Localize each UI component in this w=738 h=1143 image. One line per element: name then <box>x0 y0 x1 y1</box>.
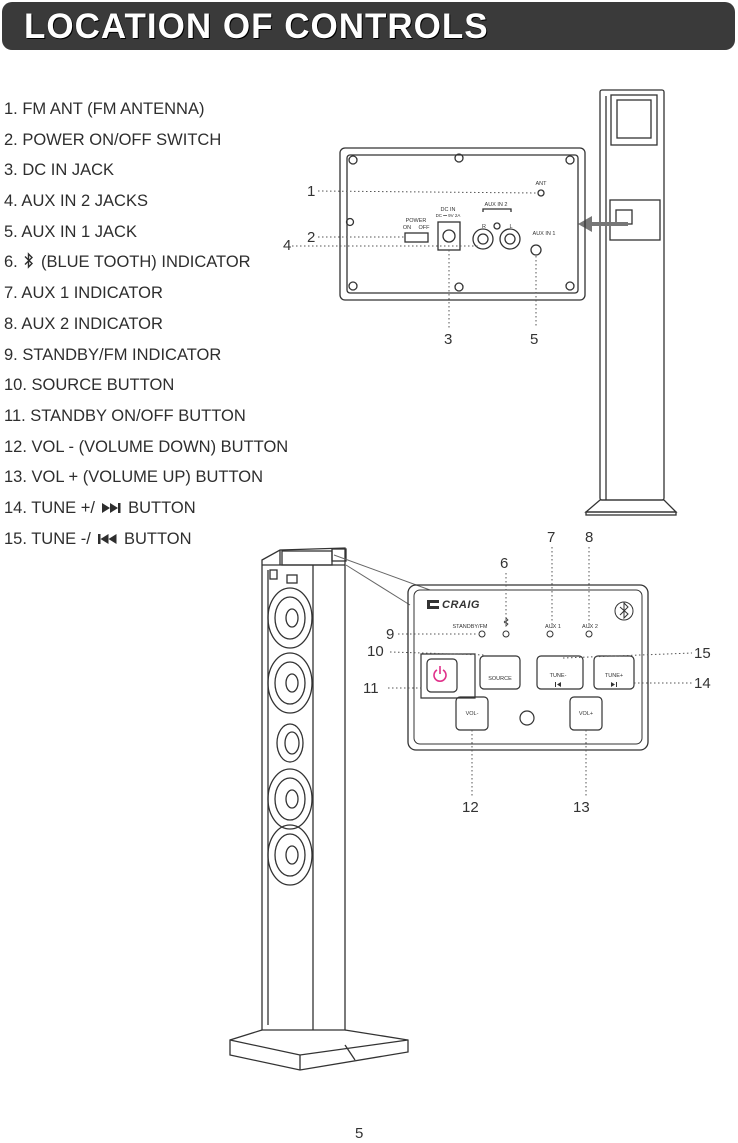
vol-plus-label: VOL+ <box>579 711 593 717</box>
list-item-text: (BLUE TOOTH) INDICATOR <box>40 253 251 272</box>
callout-11: 11 <box>363 680 379 697</box>
aux-in-2-l-jack <box>499 228 521 250</box>
callout-13: 13 <box>573 799 590 816</box>
list-item-text: BUTTON <box>128 498 196 517</box>
list-item: 8. AUX 2 INDICATOR <box>4 314 163 333</box>
list-item-number: 6. <box>4 253 18 272</box>
bluetooth-indicator <box>502 630 510 638</box>
front-control-panel: CRAIG STANDBY/FM AUX 1 AUX 2 <box>407 584 649 751</box>
callout-1: 1 <box>307 183 315 200</box>
aux-in-2-r-jack <box>472 228 494 250</box>
rear-panel <box>339 147 586 301</box>
aux2-indicator <box>585 630 593 638</box>
l-label: L <box>509 224 512 230</box>
list-item: 15. TUNE -/ BUTTON <box>4 524 288 555</box>
standby-fm-label: STANDBY/FM <box>452 624 487 630</box>
list-item: 10. SOURCE BUTTON <box>4 376 175 395</box>
skip-next-icon <box>611 682 617 687</box>
standby-button[interactable] <box>426 658 458 693</box>
tune-minus-button[interactable] <box>536 655 584 690</box>
callout-15: 15 <box>694 645 711 662</box>
list-item: 3. DC IN JACK <box>4 161 115 180</box>
page-title: LOCATION OF CONTROLS <box>24 7 489 46</box>
power-label: POWER <box>406 218 427 224</box>
leader-lines <box>292 190 538 328</box>
standby-indicator <box>478 630 486 638</box>
front-leader-lines <box>388 547 693 798</box>
source-label: SOURCE <box>488 676 512 682</box>
craig-logo: CRAIG <box>427 599 480 611</box>
list-item-text: BUTTON <box>124 529 192 548</box>
list-item: 12. VOL - (VOLUME DOWN) BUTTON <box>4 437 289 456</box>
list-item: 13. VOL + (VOLUME UP) BUTTON <box>4 468 264 487</box>
aux1-label: AUX 1 <box>545 624 561 630</box>
tower-rear-view <box>584 89 678 516</box>
controls-list: 1. FM ANT (FM ANTENNA) 2. POWER ON/OFF S… <box>4 94 288 554</box>
tune-minus-label: TUNE- <box>550 673 567 679</box>
aux-in-1-jack <box>530 244 542 256</box>
tune-plus-label: TUNE+ <box>605 673 623 679</box>
header-banner: LOCATION OF CONTROLS <box>2 2 735 50</box>
list-item: 1. FM ANT (FM ANTENNA) <box>4 100 205 118</box>
tower-front-view <box>229 547 409 1071</box>
callout-5: 5 <box>530 331 538 348</box>
aux-in-2-label: AUX IN 2 <box>485 202 508 208</box>
list-item: 7. AUX 1 INDICATOR <box>4 284 163 303</box>
callout-2: 2 <box>307 229 315 246</box>
callout-6: 6 <box>500 555 508 572</box>
list-item: 5. AUX IN 1 JACK <box>4 222 137 241</box>
source-button[interactable] <box>479 655 521 690</box>
aux-in-1-label: AUX IN 1 <box>533 231 556 237</box>
bluetooth-icon <box>24 252 34 270</box>
callout-12: 12 <box>462 799 479 816</box>
vol-minus-label: VOL- <box>466 711 479 717</box>
page-number: 5 <box>355 1125 364 1142</box>
aux1-indicator <box>546 630 554 638</box>
list-item: 14. TUNE +/ BUTTON <box>4 493 288 524</box>
r-label: R <box>482 224 486 230</box>
list-item-text: 14. TUNE +/ <box>4 498 95 517</box>
aux2-label: AUX 2 <box>582 624 598 630</box>
skip-previous-icon <box>555 682 561 687</box>
power-switch <box>404 232 429 243</box>
on-label: ON <box>403 225 411 231</box>
dc-spec-label: DC ⎓ 9V 2A <box>436 213 461 218</box>
power-icon <box>433 666 447 682</box>
list-item: 4. AUX IN 2 JACKS <box>4 192 148 211</box>
list-item: 11. STANDBY ON/OFF BUTTON <box>4 406 246 425</box>
callout-3: 3 <box>444 331 452 348</box>
callout-9: 9 <box>386 626 394 643</box>
bluetooth-icon <box>614 601 634 621</box>
callout-4: 4 <box>283 237 291 254</box>
skip-previous-icon <box>98 533 117 544</box>
list-item: 6. (BLUE TOOTH) INDICATOR <box>4 247 288 278</box>
skip-next-icon <box>101 502 121 513</box>
callout-8: 8 <box>585 529 593 546</box>
dc-in-label: DC IN <box>441 207 456 213</box>
tune-plus-button[interactable] <box>593 655 635 690</box>
ant-label: ANT <box>536 181 548 187</box>
list-item-text: 15. TUNE -/ <box>4 529 91 548</box>
callout-10: 10 <box>367 643 384 660</box>
list-item: 9. STANDBY/FM INDICATOR <box>4 345 222 364</box>
brand-logo: CRAIG <box>442 599 480 611</box>
off-label: OFF <box>419 225 431 231</box>
logo-glyph <box>427 600 439 609</box>
list-item: 2. POWER ON/OFF SWITCH <box>4 130 222 149</box>
callout-7: 7 <box>547 529 555 546</box>
fm-antenna-jack <box>537 189 545 197</box>
callout-14: 14 <box>694 675 711 692</box>
